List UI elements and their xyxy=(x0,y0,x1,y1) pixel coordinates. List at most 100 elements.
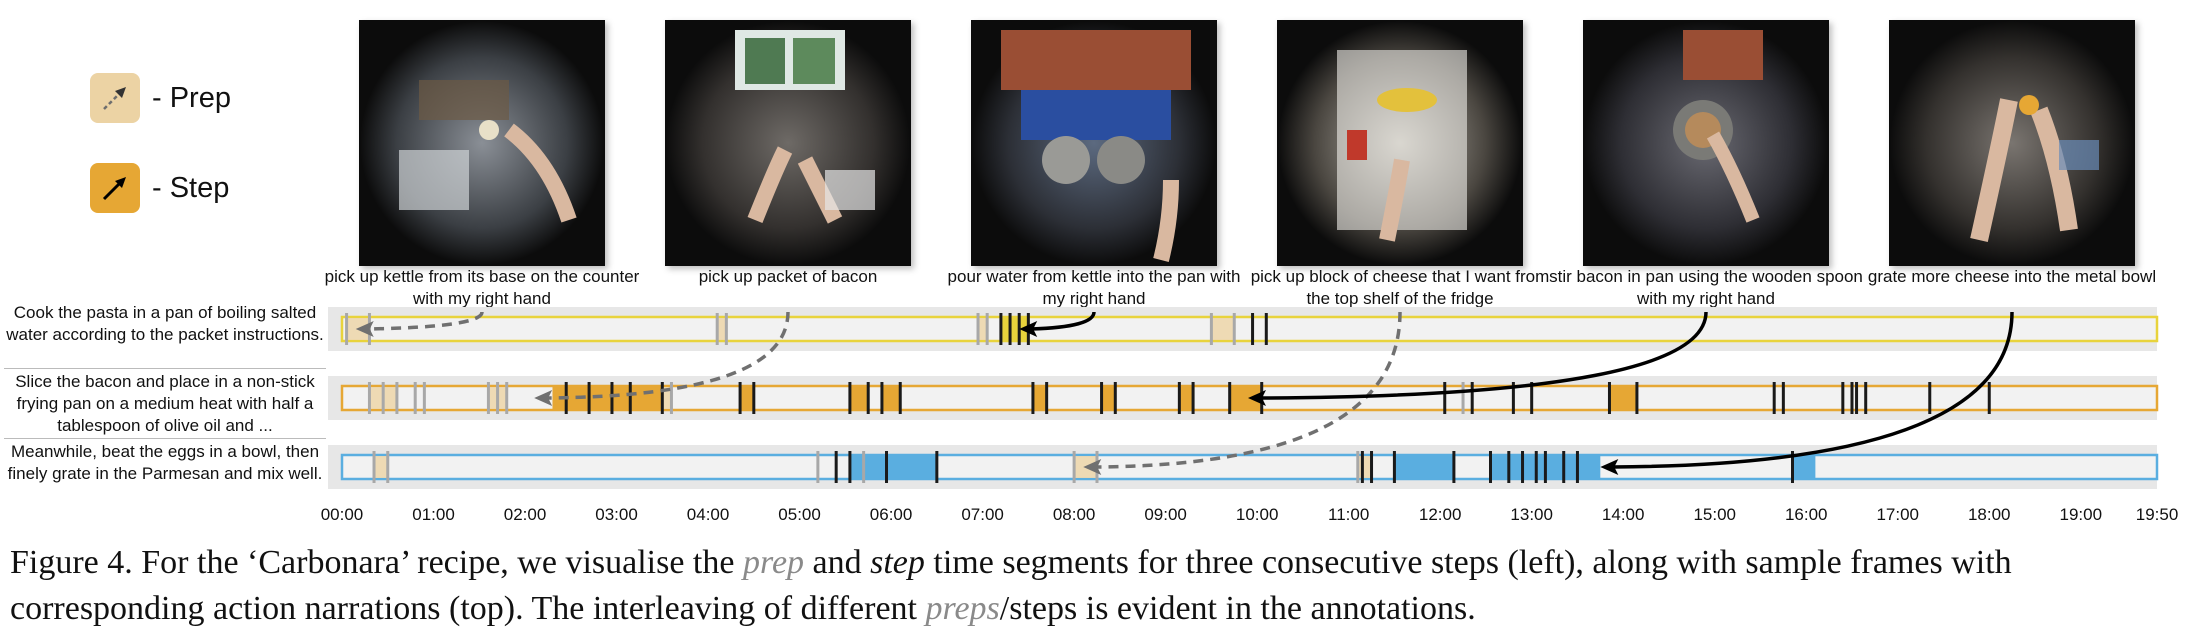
caption-part-1: Figure 4. For the ‘Carbonara’ recipe, we… xyxy=(10,544,743,581)
step-boundary-mark xyxy=(1452,451,1456,483)
step-segment xyxy=(1101,387,1116,409)
prep-boundary-mark xyxy=(345,313,349,345)
prep-boundary-mark xyxy=(985,313,989,345)
step-boundary-mark xyxy=(1008,313,1012,345)
prep-arrow xyxy=(546,311,790,400)
prep-boundary-mark xyxy=(724,313,728,345)
step-arrow xyxy=(1259,311,1708,400)
prep-segment xyxy=(374,456,388,478)
step-boundary-mark xyxy=(1987,382,1991,414)
step-boundary-mark xyxy=(1534,451,1538,483)
step-boundary-mark xyxy=(587,382,591,414)
prep-arrow xyxy=(1095,311,1402,469)
x-tick-label: 18:00 xyxy=(1968,505,2011,520)
frame-5-image xyxy=(1583,20,1829,266)
prep-boundary-mark xyxy=(367,382,371,414)
step-boundary-mark xyxy=(1850,382,1854,414)
prep-boundary-mark xyxy=(1232,313,1236,345)
caption-part-2: and xyxy=(804,544,871,581)
prep-boundary-mark xyxy=(816,451,820,483)
prep-boundary-mark xyxy=(1356,451,1360,483)
step-arrowhead xyxy=(1019,321,1038,337)
x-tick-label: 12:00 xyxy=(1419,505,1462,520)
frame-3-image xyxy=(971,20,1217,266)
step-boundary-mark xyxy=(1443,382,1447,414)
prep-boundary-mark xyxy=(395,382,399,414)
prep-boundary-mark xyxy=(1072,451,1076,483)
frame-2-image xyxy=(665,20,911,266)
frame-4-narration: pick up block of cheese that I want from… xyxy=(1250,267,1550,308)
step-segment xyxy=(1032,387,1047,409)
prep-boundary-mark xyxy=(422,382,426,414)
step-boundary-mark xyxy=(1781,382,1785,414)
figure-caption: Figure 4. For the ‘Carbonara’ recipe, we… xyxy=(10,540,2190,632)
step-boundary-mark xyxy=(1470,382,1474,414)
step-2-text: Slice the bacon and place in a non-stick… xyxy=(15,372,315,435)
prep-boundary-mark xyxy=(486,382,490,414)
prep-boundary-mark xyxy=(669,382,673,414)
frame-5-narration: stir bacon in pan using the wooden spoon… xyxy=(1549,267,1863,308)
prep-segment xyxy=(1211,318,1235,340)
x-tick-label: 10:00 xyxy=(1236,505,1279,520)
x-tick-label: 19:50 xyxy=(2136,505,2179,520)
x-tick-label: 15:00 xyxy=(1693,505,1736,520)
prep-boundary-mark xyxy=(715,313,719,345)
prep-boundary-mark xyxy=(976,313,980,345)
frame-1-image xyxy=(359,20,605,266)
step-boundary-mark xyxy=(1031,382,1035,414)
step-boundary-mark xyxy=(738,382,742,414)
step-boundary-mark xyxy=(1511,382,1515,414)
step-boundary-mark xyxy=(1370,451,1374,483)
step-boundary-mark xyxy=(848,451,852,483)
prep-arrowhead xyxy=(1083,459,1102,475)
step-boundary-mark xyxy=(999,313,1003,345)
step-segment xyxy=(881,387,901,409)
step-boundary-mark xyxy=(1360,451,1364,483)
step-boundary-mark xyxy=(1251,313,1255,345)
step-boundary-mark xyxy=(1772,382,1776,414)
x-tick-label: 06:00 xyxy=(870,505,913,520)
x-tick-label: 02:00 xyxy=(504,505,547,520)
prep-boundary-mark xyxy=(1209,313,1213,345)
step-boundary-mark xyxy=(848,382,852,414)
x-tick-label: 01:00 xyxy=(412,505,455,520)
step-segment xyxy=(740,387,754,409)
arrow-step-icon xyxy=(90,163,140,213)
step-boundary-mark xyxy=(1864,382,1868,414)
x-tick-label: 19:00 xyxy=(2059,505,2102,520)
caption-prep-word: prep xyxy=(742,544,805,581)
legend-step: - Step xyxy=(90,163,229,213)
step-boundary-mark xyxy=(1177,382,1181,414)
step-arrowhead xyxy=(1600,459,1619,475)
caption-step-word: step xyxy=(870,544,925,581)
x-tick-label: 13:00 xyxy=(1510,505,1553,520)
step-boundary-mark xyxy=(1507,451,1511,483)
x-tick-label: 16:00 xyxy=(1785,505,1828,520)
x-tick-label: 04:00 xyxy=(687,505,730,520)
step-boundary-mark xyxy=(834,451,838,483)
frame-1-narration: pick up kettle from its base on the coun… xyxy=(324,267,640,308)
row-1-track xyxy=(340,315,2159,343)
frame-3-narration: pour water from kettle into the pan with… xyxy=(947,267,1241,308)
step-boundary-mark xyxy=(866,382,870,414)
prep-arrowhead xyxy=(355,321,374,337)
step-boundary-mark xyxy=(1841,382,1845,414)
step-segment xyxy=(1000,318,1029,340)
x-tick-label: 05:00 xyxy=(778,505,821,520)
prep-segment xyxy=(1357,456,1372,478)
step-segment xyxy=(1394,456,1454,478)
step-segment xyxy=(1609,387,1637,409)
caption-part-4: /steps is evident in the annotations. xyxy=(999,590,1476,627)
step-arrowhead xyxy=(1247,390,1266,406)
prep-boundary-mark xyxy=(862,451,866,483)
step-separator xyxy=(4,438,326,439)
prep-arrowhead xyxy=(534,390,553,406)
frame-2-narration: pick up packet of bacon xyxy=(698,267,878,286)
frame-6-narration: grate more cheese into the metal bowl xyxy=(1867,267,2157,286)
prep-segment xyxy=(717,318,727,340)
legend-prep: - Prep xyxy=(90,73,231,123)
step-boundary-mark xyxy=(1790,451,1794,483)
prep-segment xyxy=(662,387,672,409)
step-segment xyxy=(849,456,937,478)
